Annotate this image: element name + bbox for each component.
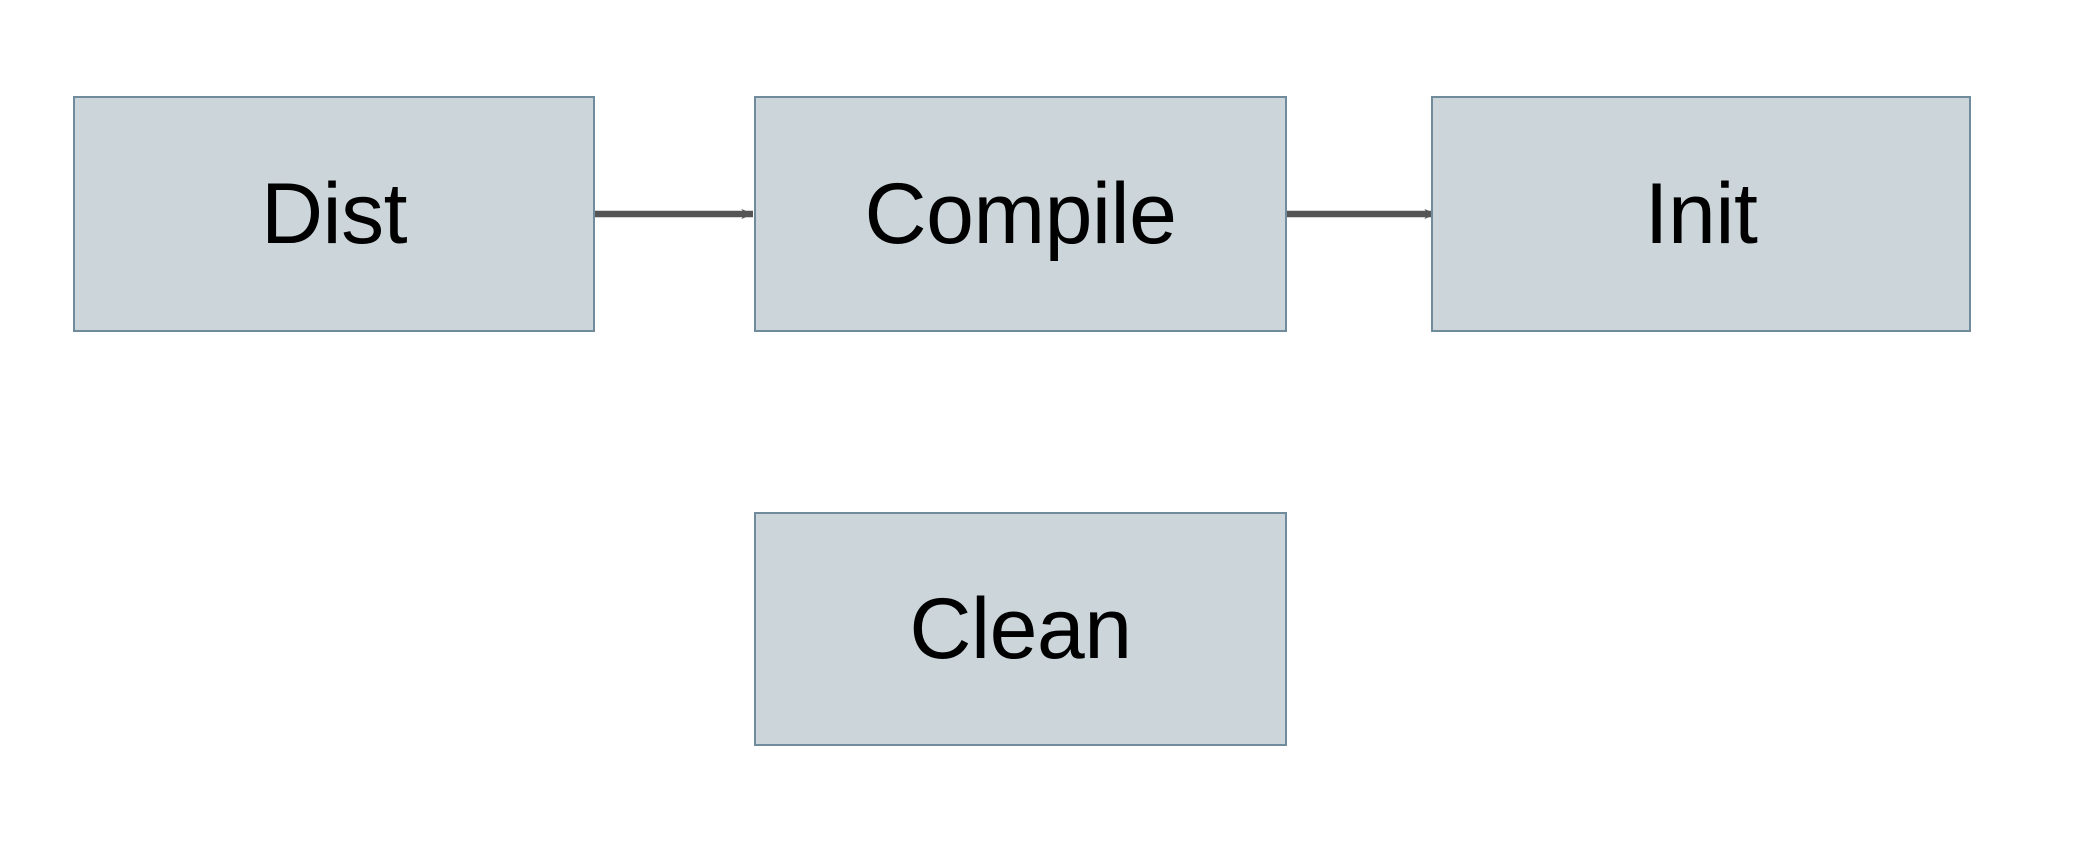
edge-dist-to-compile-hitarea[interactable] — [595, 192, 757, 236]
edge-compile-to-init-hitarea[interactable] — [1278, 192, 1440, 236]
node-clean[interactable]: Clean — [754, 512, 1287, 746]
node-init[interactable]: Init — [1431, 96, 1971, 332]
node-compile-label: Compile — [864, 166, 1177, 262]
node-compile[interactable]: Compile — [754, 96, 1287, 332]
node-clean-label: Clean — [909, 581, 1132, 677]
node-init-label: Init — [1644, 166, 1758, 262]
node-dist-label: Dist — [260, 166, 408, 262]
node-dist[interactable]: Dist — [73, 96, 595, 332]
